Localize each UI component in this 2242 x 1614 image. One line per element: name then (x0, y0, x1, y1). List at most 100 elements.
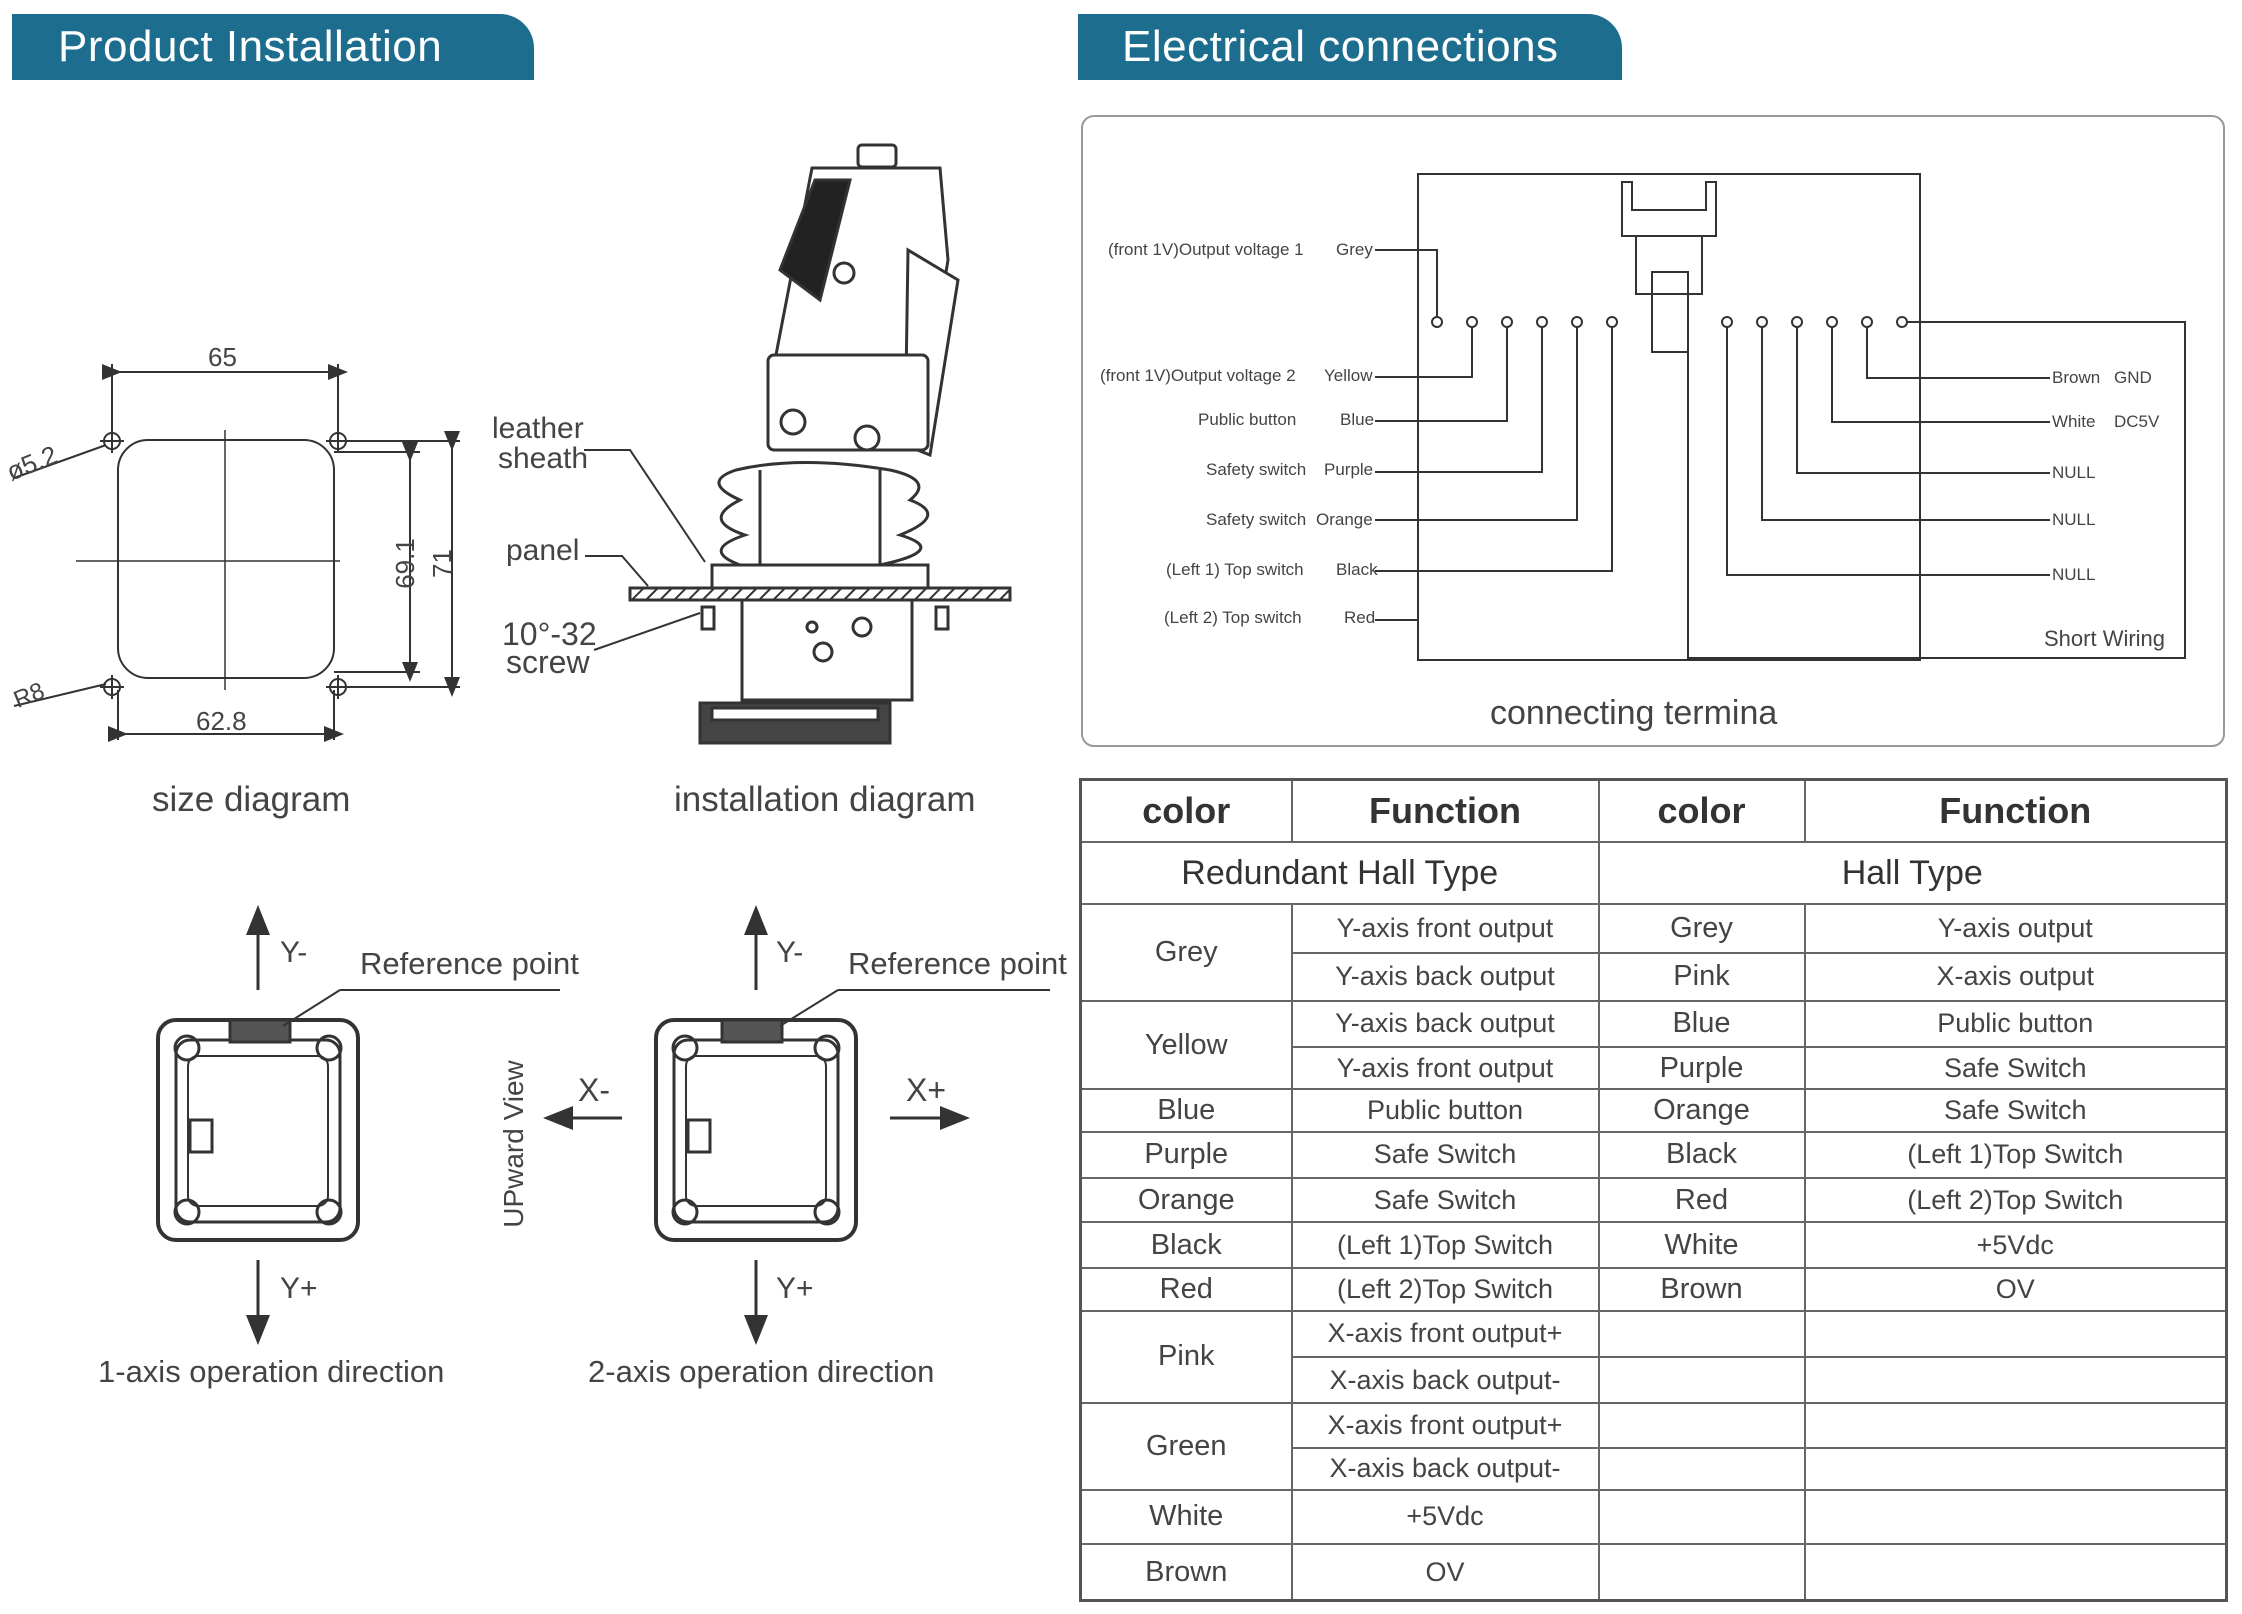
right-color-cell: Orange (1597, 1088, 1806, 1133)
table-row: White +5Vdc (1079, 1488, 2228, 1546)
left-function-cell: X-axis front output+ (1290, 1402, 1600, 1449)
left-color-cell: Black (1079, 1221, 1293, 1270)
left-wire-color-3: Blue (1340, 410, 1375, 429)
table-row: X-axis back output- (1081, 1446, 2228, 1491)
screw-size-line: 10°-32 (502, 616, 597, 652)
right-color-cell: Black (1597, 1130, 1806, 1179)
left-wire-function-1: (front 1V)Output voltage 1 (1108, 240, 1304, 259)
left-color-cell: Green (1079, 1402, 1293, 1491)
left-wire-function-2: (front 1V)Output voltage 2 (1100, 366, 1296, 385)
table-row: Black (Left 1)Top Switch White +5Vdc (1079, 1221, 2228, 1270)
left-function-cell: (Left 1)Top Switch (1290, 1221, 1600, 1270)
joystick-drawing (628, 143, 1012, 745)
left-color-cell: Blue (1079, 1088, 1293, 1133)
table-type-row: Redundant Hall Type Hall Type (1079, 840, 2228, 906)
dim-inner-height-label: 69.1 (389, 538, 420, 589)
right-function-cell: +5Vdc (1803, 1221, 2228, 1270)
table-row: Yellow Y-axis back output Blue Public bu… (1079, 999, 2228, 1091)
left-function-cell: OV (1290, 1543, 1600, 1602)
installation-diagram-caption: installation diagram (674, 780, 976, 819)
y-minus-label-1: Y- (280, 936, 308, 969)
left-function-cell: Y-axis front output (1290, 903, 1600, 954)
right-function-cell: X-axis output (1803, 951, 2228, 1002)
dim-outer-height-label: 71 (426, 549, 457, 578)
left-function-cell: Public button (1290, 1088, 1600, 1133)
header-color-right: color (1597, 778, 1806, 843)
right-wire-color-3: NULL (2052, 463, 2096, 482)
left-wire-function-5: Safety switch (1206, 510, 1307, 529)
dim-top-label: 65 (208, 342, 237, 372)
left-wire-function-7: (Left 2) Top switch (1164, 608, 1302, 627)
right-wire-color-4: NULL (2052, 510, 2096, 529)
left-wire-color-5: Orange (1316, 510, 1373, 529)
right-function-cell: Public button (1803, 999, 2228, 1049)
header-color-left: color (1079, 778, 1293, 843)
empty-cell (1803, 1446, 2228, 1491)
right-color-cell: Blue (1597, 999, 1806, 1049)
right-function-cell: Safe Switch (1803, 1088, 2228, 1133)
reference-point-label-1: Reference point (360, 946, 579, 981)
right-wire-color-5: NULL (2052, 565, 2096, 584)
one-axis-caption: 1-axis operation direction (98, 1354, 445, 1389)
sheath-line: sheath (498, 442, 589, 475)
left-color-cell: Orange (1079, 1176, 1293, 1224)
dim-bottom-label: 62.8 (196, 706, 247, 736)
empty-cell (1597, 1402, 1806, 1449)
upward-view-label: UPward View (497, 1060, 529, 1228)
right-function-cell: OV (1803, 1267, 2228, 1312)
empty-cell (1597, 1488, 1806, 1546)
empty-cell (1597, 1309, 1806, 1358)
left-color-cell: White (1079, 1488, 1293, 1546)
table-row: Grey Y-axis front output Grey Y-axis out… (1079, 903, 2228, 1002)
right-color-cell: White (1597, 1221, 1806, 1270)
y-minus-label-2: Y- (776, 936, 804, 969)
right-function-cell: (Left 2)Top Switch (1803, 1176, 2228, 1224)
table-row: Brown OV (1079, 1543, 2228, 1602)
x-minus-label: X- (578, 1072, 610, 1108)
screw-word-line: screw (506, 644, 590, 680)
electrical-connections-banner: Electrical connections (1078, 14, 1622, 80)
table-row: Pink X-axis front output+ (1079, 1309, 2228, 1405)
left-wire-function-6: (Left 1) Top switch (1166, 560, 1304, 579)
empty-cell (1597, 1355, 1806, 1405)
one-axis-drawing (156, 905, 560, 1345)
right-function-cell: Safe Switch (1803, 1046, 2228, 1091)
header-function-left: Function (1290, 778, 1600, 843)
right-color-cell: Pink (1597, 951, 1806, 1002)
left-color-cell: Red (1079, 1267, 1293, 1312)
left-function-cell: Safe Switch (1290, 1176, 1600, 1224)
table-row: X-axis back output- (1081, 1355, 2228, 1405)
table-row: Y-axis back output Pink X-axis output (1081, 951, 2228, 1002)
left-function-cell: X-axis back output- (1290, 1355, 1600, 1405)
y-plus-label-1: Y+ (280, 1272, 318, 1305)
right-color-cell: Brown (1597, 1267, 1806, 1312)
screw-label: 10°-32 screw (502, 616, 597, 680)
left-wire-color-1: Grey (1336, 240, 1373, 259)
left-function-cell: X-axis back output- (1290, 1446, 1600, 1491)
left-function-cell: (Left 2)Top Switch (1290, 1267, 1600, 1312)
panel-label: panel (506, 534, 580, 567)
left-color-cell: Yellow (1079, 999, 1293, 1091)
empty-cell (1803, 1543, 2228, 1602)
left-color-cell: Grey (1079, 903, 1293, 1002)
redundant-hall-type-header: Redundant Hall Type (1079, 840, 1600, 906)
empty-cell (1597, 1446, 1806, 1491)
left-color-cell: Pink (1079, 1309, 1293, 1405)
two-axis-drawing (543, 905, 1050, 1345)
right-color-cell: Red (1597, 1176, 1806, 1224)
right-function-cell: Y-axis output (1803, 903, 2228, 954)
empty-cell (1803, 1488, 2228, 1546)
hall-type-header: Hall Type (1597, 840, 2228, 906)
left-wire-color-6: Black (1336, 560, 1378, 579)
left-wire-color-7: Red (1344, 608, 1376, 627)
wiring-diagram (1081, 115, 2225, 747)
left-function-cell: Y-axis front output (1290, 1046, 1600, 1091)
left-function-cell: +5Vdc (1290, 1488, 1600, 1546)
connecting-terminal-caption: connecting termina (1490, 694, 1778, 732)
table-row: Green X-axis front output+ (1079, 1402, 2228, 1491)
x-plus-label: X+ (906, 1072, 947, 1108)
table-row: Blue Public button Orange Safe Switch (1079, 1088, 2228, 1133)
two-axis-caption: 2-axis operation direction (588, 1354, 935, 1389)
left-color-cell: Brown (1079, 1543, 1293, 1602)
